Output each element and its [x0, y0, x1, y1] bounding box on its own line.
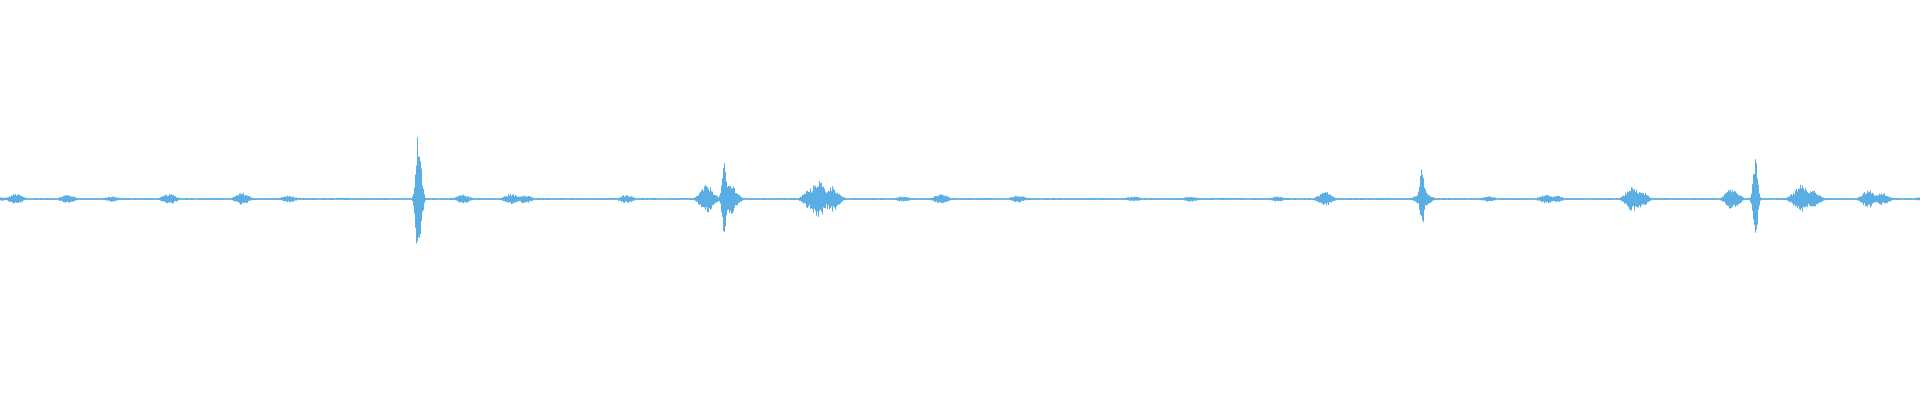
waveform-series	[0, 137, 1920, 244]
